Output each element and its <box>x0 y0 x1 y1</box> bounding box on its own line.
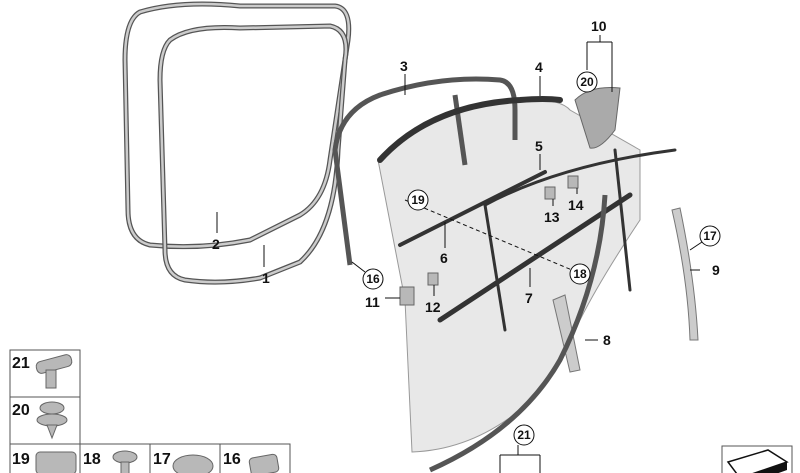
svg-text:16: 16 <box>366 272 380 286</box>
leader-lines <box>216 35 703 473</box>
door-seal-outer[interactable] <box>122 1 352 250</box>
expanding-rivet-icon <box>35 354 73 389</box>
rear-guide-rail <box>613 148 632 292</box>
callout-6: 6 <box>440 250 448 266</box>
svg-text:17: 17 <box>153 451 171 468</box>
svg-text:18: 18 <box>83 451 101 468</box>
callout-4: 4 <box>535 59 543 75</box>
flange-screw-icon <box>172 454 214 473</box>
lower-door-seal[interactable] <box>428 194 608 473</box>
callout-11: 11 <box>365 294 380 310</box>
door-seal-inner[interactable] <box>157 23 349 285</box>
upper-frame-trim[interactable] <box>483 148 677 207</box>
belt-molding[interactable] <box>437 192 633 323</box>
clip-12[interactable] <box>427 272 439 286</box>
window-frame-seal[interactable] <box>332 76 518 266</box>
clip-13[interactable] <box>544 186 556 200</box>
callout-8: 8 <box>603 332 611 348</box>
push-clip-icon <box>36 401 68 440</box>
roof-trim[interactable] <box>377 96 563 163</box>
legend-cell-16[interactable]: 16 <box>219 443 291 473</box>
callout-9: 9 <box>712 262 720 278</box>
clip-11[interactable] <box>399 286 415 306</box>
svg-text:18: 18 <box>573 267 587 281</box>
callout-3: 3 <box>400 58 408 74</box>
callout-19: 19 <box>407 189 429 211</box>
callout-14: 14 <box>568 197 584 213</box>
legend-cell-18[interactable]: 18 <box>79 443 151 473</box>
svg-text:19: 19 <box>411 193 425 207</box>
guide-rail <box>483 203 507 332</box>
fastener-legend: 21 20 19 18 17 16 <box>9 349 291 473</box>
svg-text:21: 21 <box>12 355 30 372</box>
callout-18: 18 <box>569 263 591 285</box>
callout-1: 1 <box>262 270 270 286</box>
b-pillar-seal <box>452 94 468 166</box>
svg-text:21: 21 <box>517 428 531 442</box>
callout-10: 10 <box>591 18 607 34</box>
svg-text:16: 16 <box>223 451 241 468</box>
legend-cell-21[interactable]: 21 <box>9 349 81 398</box>
screw-icon <box>112 450 138 473</box>
callout-7: 7 <box>525 290 533 306</box>
legend-cell-17[interactable]: 17 <box>149 443 221 473</box>
orientation-icon <box>721 445 793 473</box>
callout-12: 12 <box>425 299 441 315</box>
svg-text:20: 20 <box>12 402 30 419</box>
svg-text:19: 19 <box>12 451 30 468</box>
callout-21: 21 <box>513 424 535 446</box>
callout-2: 2 <box>212 236 220 252</box>
legend-cell-19[interactable]: 19 <box>9 443 81 473</box>
callout-16: 16 <box>362 268 384 290</box>
clip-icon <box>248 453 280 473</box>
legend-cell-20[interactable]: 20 <box>9 396 81 445</box>
window-channel[interactable] <box>398 170 547 247</box>
svg-text:17: 17 <box>703 229 717 243</box>
callout-5: 5 <box>535 138 543 154</box>
svg-text:20: 20 <box>580 75 594 89</box>
clip-nut-icon <box>35 451 77 473</box>
clip-14[interactable] <box>567 175 579 189</box>
callout-13: 13 <box>544 209 560 225</box>
callout-20: 20 <box>576 71 598 93</box>
corner-trim[interactable] <box>671 207 699 341</box>
callout-17: 17 <box>699 225 721 247</box>
